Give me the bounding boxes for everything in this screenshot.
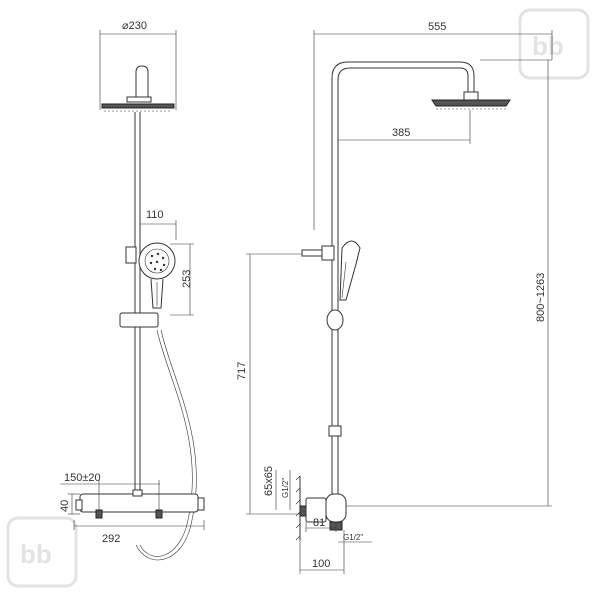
mixer-length-label: 292 <box>102 533 120 545</box>
thread-left-label: G1/2" <box>281 478 290 498</box>
handshower-height-label: 253 <box>181 270 193 288</box>
rain-shower-head-front <box>101 65 175 112</box>
slide-bar-holder-side <box>326 309 344 331</box>
rain-shower-head-side <box>431 91 511 110</box>
hand-shower-side <box>301 240 361 301</box>
eccentric-range-label: 65x65 <box>263 466 275 496</box>
slide-bar-holder-front <box>119 312 159 328</box>
height-range-label: 800~1263 <box>535 273 547 322</box>
head-diameter-label: ⌀230 <box>122 20 147 32</box>
thermostatic-mixer-side <box>295 475 347 541</box>
thermostatic-mixer-front <box>75 489 205 519</box>
connection-spacing-label: 150±20 <box>64 472 101 484</box>
offset-small-label: 81 <box>313 517 325 529</box>
arm-reach-label: 555 <box>428 21 446 33</box>
shower-hose <box>139 329 193 557</box>
arm-length-label: 385 <box>392 127 410 139</box>
hand-shower-front <box>125 242 176 309</box>
offset-large-label: 100 <box>312 558 330 570</box>
thread-right-label: G1/2" <box>343 533 363 542</box>
watermark-logo-bottom: bb <box>6 516 78 588</box>
handshower-width-label: 110 <box>146 209 164 221</box>
riser-clamp <box>328 425 342 437</box>
front-view: ⌀230 110 253 <box>59 20 205 561</box>
watermark-logo-top: bb <box>518 8 590 80</box>
mixer-height-label: 40 <box>59 500 71 512</box>
svg-text:bb: bb <box>20 539 52 569</box>
riser-and-arm-inner <box>337 67 469 500</box>
svg-text:bb: bb <box>532 31 564 61</box>
outlet-height-label: 717 <box>236 362 248 380</box>
side-view: 555 385 800~1263 <box>236 21 553 574</box>
riser-and-arm-outer <box>331 61 475 500</box>
